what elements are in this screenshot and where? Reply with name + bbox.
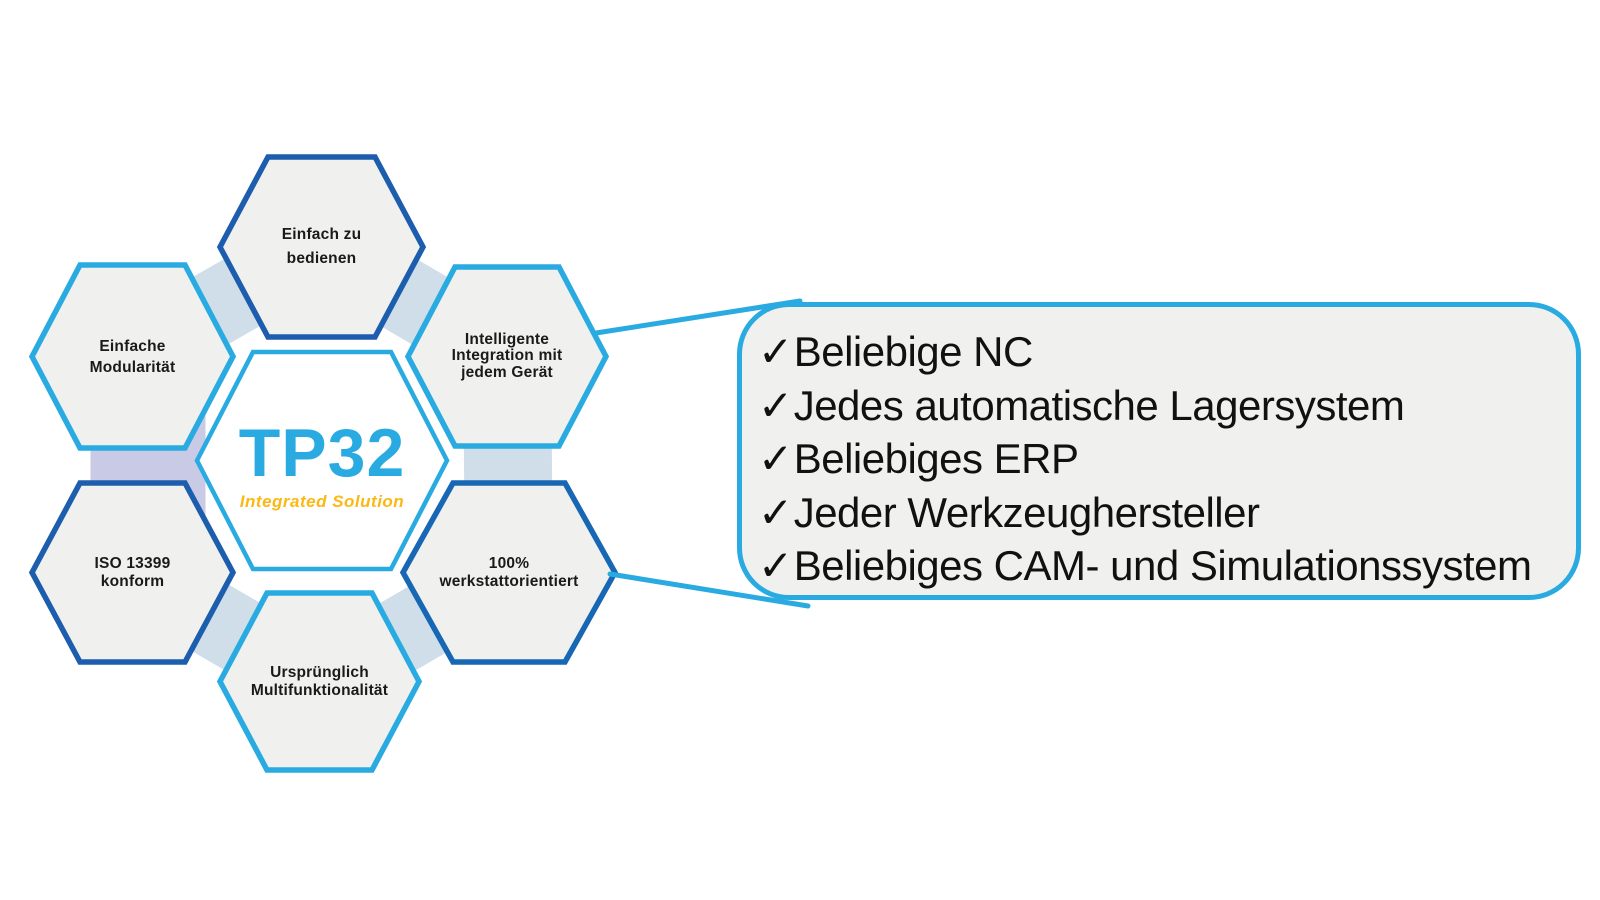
label-line: bedienen <box>286 250 357 267</box>
hexagon-label: Ursprünglich Multifunktionalität <box>220 593 419 770</box>
hexagon-label: Einfach zu bedienen <box>220 157 423 337</box>
hexagon-shape <box>28 262 237 451</box>
hexagon-label: 100% werkstattorientiert <box>403 483 615 662</box>
callout-item: ✓Beliebige NC <box>758 325 1568 379</box>
callout-item: ✓Beliebiges ERP <box>758 432 1568 486</box>
hexagon-shape <box>404 264 610 449</box>
callout-item-text: Beliebiges ERP <box>793 435 1079 482</box>
check-icon: ✓ <box>758 488 793 536</box>
label-line: Einfache <box>99 337 166 355</box>
label-line: jedem Gerät <box>461 363 553 381</box>
hexagon-einfach-zu-bedienen: Einfach zu bedienen <box>216 154 427 340</box>
hexagon-label: ISO 13399 konform <box>32 483 233 662</box>
callout-item: ✓Jedes automatische Lagersystem <box>758 379 1568 433</box>
hexagon-shape <box>28 480 237 665</box>
center-subtitle: Integrated Solution <box>239 492 405 511</box>
hexagon-label: Intelligente Integration mit jedem Gerät <box>408 267 606 446</box>
label-line: 100% <box>488 555 530 572</box>
callout-item: ✓Jeder Werkzeughersteller <box>758 486 1568 540</box>
check-icon: ✓ <box>758 542 793 589</box>
hexagon-label: Einfache Modularität <box>32 265 233 448</box>
hexagon-shape <box>216 590 423 773</box>
check-icon: ✓ <box>758 381 793 429</box>
center-brand: TP32 Integrated Solution <box>197 352 447 569</box>
callout-item-text: Jedes automatische Lagersystem <box>793 381 1405 429</box>
callout-list: ✓Beliebige NC ✓Jedes automatische Lagers… <box>742 307 1576 601</box>
label-line: Multifunktionalität <box>250 681 389 699</box>
hexagon-shape <box>194 349 450 572</box>
center-title: TP32 <box>238 415 406 491</box>
hexagon-iso-13399-konform: ISO 13399 konform <box>28 480 237 665</box>
label-line: Intelligente <box>464 330 550 348</box>
hexagon-intelligente-integration: Intelligente Integration mit jedem Gerät <box>404 264 610 449</box>
hexagon-urspruenglich-multifunktionalitaet: Ursprünglich Multifunktionalität <box>216 590 423 773</box>
label-line: Einfach zu <box>281 226 362 243</box>
callout-item-text: Beliebige NC <box>793 328 1034 375</box>
check-icon: ✓ <box>758 435 793 482</box>
label-line: werkstattorientiert <box>439 572 579 590</box>
label-line: Modularität <box>89 358 176 376</box>
callout-item-text: Jeder Werkzeughersteller <box>793 488 1260 536</box>
label-line: ISO 13399 <box>94 555 171 572</box>
callout-item: ✓Beliebiges CAM- und Simulationssystem <box>758 539 1568 593</box>
label-line: Ursprünglich <box>270 664 369 681</box>
hexagon-100-werkstattorientiert: 100% werkstattorientiert <box>399 480 619 665</box>
check-icon: ✓ <box>758 328 793 375</box>
callout-box: ✓Beliebige NC ✓Jedes automatische Lagers… <box>737 302 1581 600</box>
callout-item-text: Beliebiges CAM- und Simulationssystem <box>793 542 1532 589</box>
hexagon-einfache-modularitaet: Einfache Modularität <box>28 262 237 451</box>
hexagon-center-tp32: TP32 Integrated Solution <box>194 349 450 572</box>
label-line: Integration mit <box>451 347 563 365</box>
hexagon-shape <box>216 154 427 340</box>
label-line: konform <box>100 572 165 590</box>
